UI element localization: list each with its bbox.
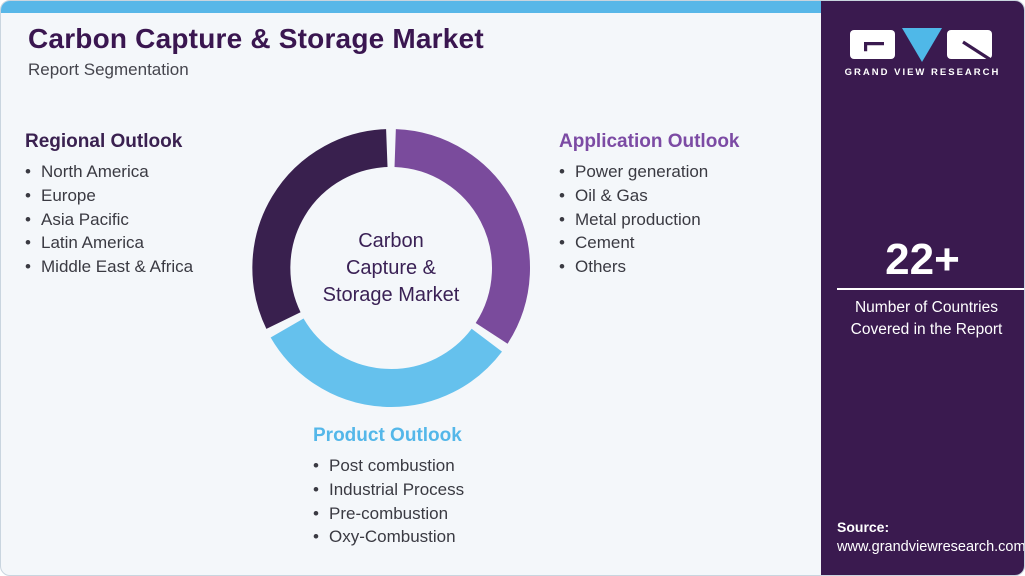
product-outlook-section: Product Outlook Post combustion Industri… — [313, 425, 464, 549]
list-item: Oil & Gas — [559, 184, 740, 208]
source-block: Source: www.grandviewresearch.com — [837, 519, 1025, 555]
application-outlook-heading: Application Outlook — [559, 131, 740, 152]
sidebar: GRAND VIEW RESEARCH 22+ Number of Countr… — [821, 1, 1025, 575]
top-accent-bar — [1, 1, 824, 13]
donut-segment-regional — [252, 129, 389, 329]
countries-stat: 22+ Number of Countries Covered in the R… — [821, 238, 1024, 341]
donut-segment-application — [394, 129, 530, 344]
list-item: Metal production — [559, 208, 740, 232]
stat-value: 22+ — [885, 235, 960, 284]
product-outlook-heading: Product Outlook — [313, 425, 462, 446]
list-item: Cement — [559, 231, 740, 255]
donut-chart-svg — [252, 129, 530, 407]
source-url[interactable]: www.grandviewresearch.com — [837, 539, 1025, 555]
gvr-logo-text: GRAND VIEW RESEARCH — [844, 67, 1001, 78]
list-item: North America — [25, 160, 193, 184]
source-label: Source: — [837, 519, 890, 535]
regional-outlook-list: North America Europe Asia Pacific Latin … — [25, 160, 193, 279]
product-outlook-list: Post combustion Industrial Process Pre-c… — [313, 454, 464, 549]
list-item: Industrial Process — [313, 478, 464, 502]
list-item: Others — [559, 255, 740, 279]
list-item: Oxy-Combustion — [313, 525, 464, 549]
donut-center-label: Carbon Capture & Storage Market — [322, 229, 460, 306]
regional-outlook-section: Regional Outlook North America Europe As… — [25, 131, 193, 279]
page-subtitle: Report Segmentation — [28, 60, 189, 79]
application-outlook-section: Application Outlook Power generation Oil… — [559, 131, 740, 279]
gvr-logo: GRAND VIEW RESEARCH — [821, 27, 1024, 78]
application-outlook-list: Power generation Oil & Gas Metal product… — [559, 160, 740, 279]
page-title: Carbon Capture & Storage Market — [28, 23, 484, 54]
list-item: Asia Pacific — [25, 208, 193, 232]
stat-caption: Number of Countries Covered in the Repor… — [850, 299, 1003, 338]
list-item: Middle East & Africa — [25, 255, 193, 279]
list-item: Post combustion — [313, 454, 464, 478]
header: Carbon Capture & Storage Market Report S… — [28, 23, 484, 80]
stat-divider — [837, 288, 1024, 290]
regional-outlook-heading: Regional Outlook — [25, 131, 183, 152]
donut-segment-product — [270, 318, 502, 407]
gvr-logo-icon — [850, 28, 995, 63]
list-item: Europe — [25, 184, 193, 208]
donut-chart: Carbon Capture & Storage Market — [251, 128, 531, 408]
list-item: Power generation — [559, 160, 740, 184]
list-item: Pre-combustion — [313, 502, 464, 526]
list-item: Latin America — [25, 231, 193, 255]
